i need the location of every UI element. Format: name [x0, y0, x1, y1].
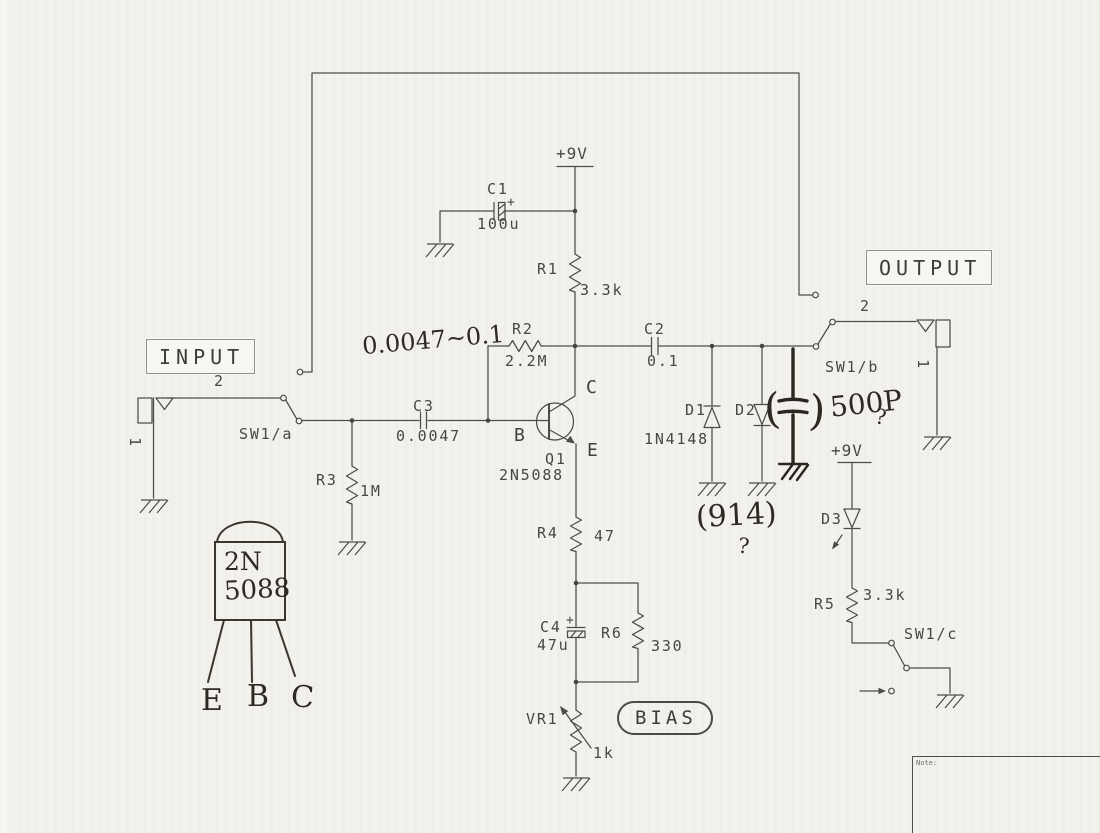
pencil-ground [777, 462, 810, 482]
c3-value: 0.0047 [396, 427, 461, 445]
package-pin-b: B [247, 679, 270, 714]
r4-value: 47 [594, 527, 616, 545]
note-box [912, 756, 1100, 833]
rail-9v-label: +9V [556, 144, 588, 163]
resistor-r5-symbol [845, 587, 859, 624]
resistor-r2-symbol [508, 339, 542, 353]
package-pin-e: E [201, 683, 223, 718]
input-sleeve-number: 1 [125, 437, 144, 448]
ground-d2 [747, 482, 777, 497]
c2-ref: C2 [644, 320, 666, 338]
note-label: Note: [916, 759, 938, 767]
ground-r3 [337, 541, 367, 556]
ground-input-jack [139, 499, 169, 514]
r4-ref: R4 [537, 524, 559, 542]
input-jack-body [137, 397, 174, 424]
c1-polarity: + [507, 195, 516, 210]
resistor-r3-symbol [345, 465, 359, 505]
c4-polarity: + [566, 613, 575, 628]
r1-value: 3.3k [580, 281, 624, 299]
package-line1: 2N [224, 547, 262, 576]
ground-output-jack [922, 436, 952, 451]
output-tip-number: 2 [860, 297, 871, 315]
ground-c1 [425, 243, 455, 258]
r3-value: 1M [360, 482, 382, 500]
pencil-capacitor-symbol [777, 347, 809, 465]
sw1a-lever [285, 399, 298, 420]
r6-value: 330 [651, 637, 684, 655]
capacitor-c2-symbol [650, 336, 659, 356]
vr1-value: 1k [593, 744, 615, 762]
d1-part: 1N4148 [644, 430, 709, 448]
package-line2: 5088 [223, 573, 291, 607]
transistor-q1-symbol [535, 402, 575, 441]
c3-ref: C3 [413, 397, 435, 415]
vr1-ref: VR1 [526, 710, 559, 728]
ground-d1 [697, 482, 727, 497]
ground-sw1c [935, 694, 965, 709]
r6-ref: R6 [601, 624, 623, 642]
input-tip-number: 2 [214, 372, 225, 390]
handwritten-paren-open: ( [762, 383, 783, 434]
diode-d2-symbol [753, 403, 771, 426]
sw1b-label: SW1/b [825, 358, 880, 376]
r5-value: 3.3k [863, 586, 907, 604]
c4-ref: C4 [540, 618, 562, 636]
junction-dots [349, 208, 765, 685]
r2-ref: R2 [512, 320, 534, 338]
resistor-r4-symbol [569, 516, 583, 553]
sw1a-label: SW1/a [239, 425, 294, 443]
vr1-arrow [561, 707, 592, 749]
r2-value: 2.2M [505, 352, 549, 370]
d1-ref: D1 [685, 401, 707, 419]
c1-ref: C1 [487, 180, 509, 198]
q1-emitter-arrowhead [566, 435, 575, 444]
sw1b-lever [817, 323, 831, 345]
q1-pin-b: B [514, 425, 525, 446]
output-sleeve-number: 1 [913, 359, 932, 370]
output-header: OUTPUT [866, 250, 993, 285]
bypass-wire [302, 72, 813, 373]
ground-vr1 [561, 777, 591, 792]
sw1c-label: SW1/c [904, 625, 959, 643]
transistor-package-drawing [207, 520, 296, 683]
c4-value: 47u [537, 636, 570, 654]
q1-pin-e: E [587, 440, 598, 461]
led-arrowhead [832, 541, 840, 550]
package-pin-c: C [289, 679, 316, 716]
c1-wires [439, 210, 576, 243]
sw1c-lever [892, 644, 906, 667]
bias-header: BIAS [617, 701, 713, 735]
handwritten-diode-alt: (914) [695, 495, 778, 536]
capacitor-c3-symbol [419, 411, 428, 430]
switch-contacts [280, 291, 910, 695]
input-header: INPUT [146, 339, 256, 374]
r3-ref: R3 [316, 471, 338, 489]
c1-value: 100u [477, 215, 521, 233]
handwritten-diode-alt-question: ? [736, 533, 751, 559]
sw1c-arrowhead [878, 687, 886, 695]
handwritten-paren-close: ) [807, 385, 828, 436]
vr1-arrowhead [560, 706, 569, 716]
capacitor-c1-symbol [493, 201, 506, 221]
vr1-symbol [569, 709, 583, 753]
q1-pin-c: C [586, 377, 597, 398]
c2-value: 0.1 [647, 352, 680, 370]
resistor-r1-symbol [568, 253, 582, 293]
diode-d1-symbol [703, 406, 721, 429]
resistor-r6-symbol [631, 612, 645, 650]
d2-ref: D2 [735, 401, 757, 419]
capacitor-c4-symbol [566, 626, 586, 639]
r6-branch [575, 582, 639, 683]
output-jack-body [916, 319, 951, 348]
handwritten-cap-value: 500P [828, 383, 904, 424]
r1-ref: R1 [537, 260, 559, 278]
rail-9v2-label: +9V [831, 441, 863, 460]
diode-d3-symbol [843, 508, 861, 529]
d3-ref: D3 [821, 510, 843, 528]
q1-part: 2N5088 [499, 466, 564, 484]
r5-ref: R5 [814, 595, 836, 613]
q1-ref: Q1 [545, 450, 567, 468]
